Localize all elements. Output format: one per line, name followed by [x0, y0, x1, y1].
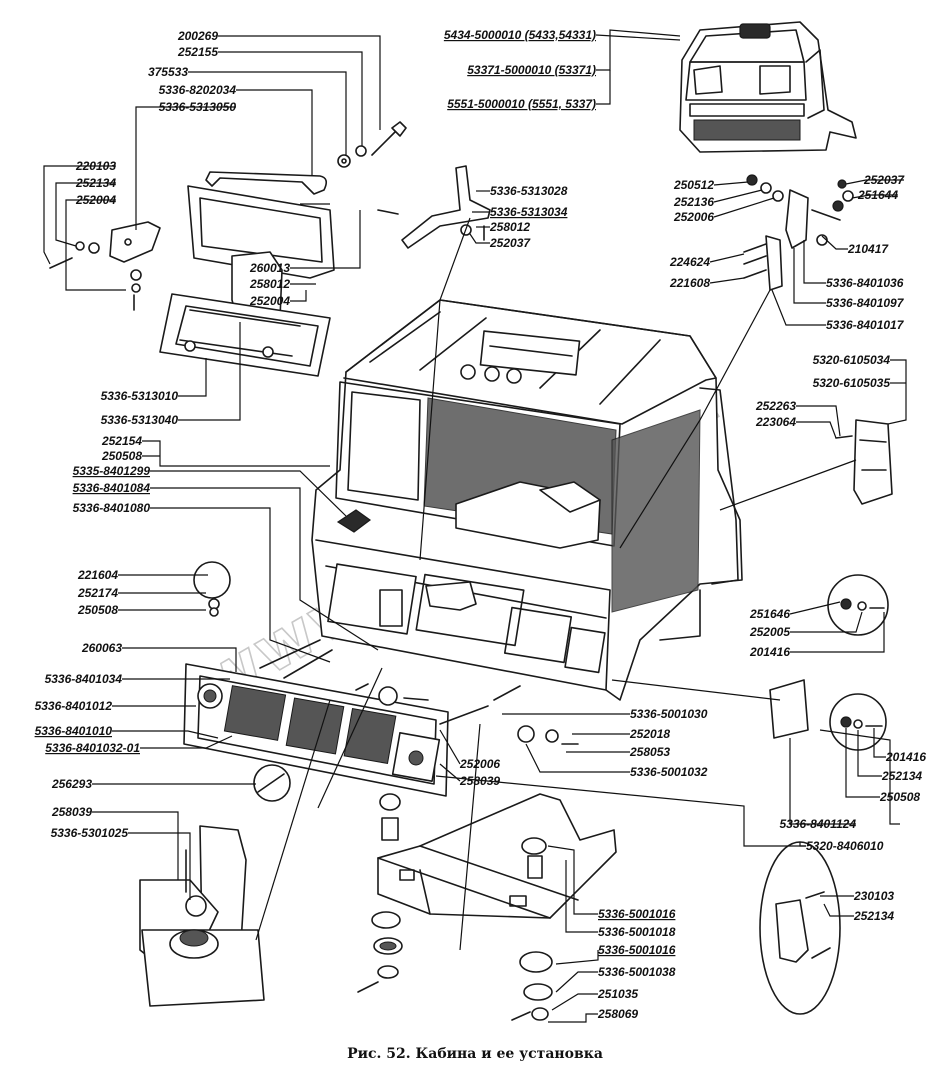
- hinge-lever-part: [401, 165, 491, 249]
- part-number-label: 5336-8401097: [826, 296, 905, 310]
- leader-lines: [43, 29, 907, 1023]
- part-number-label: 375533: [148, 65, 188, 79]
- cab-variant-label: 53371-5000010 (53371): [467, 63, 596, 77]
- part-number-label: 5336-5313034: [490, 205, 568, 219]
- cab-thumbnail-illustration: [679, 21, 857, 153]
- part-number-label: 223064: [755, 415, 796, 429]
- part-number-label: 5336-8401080: [73, 501, 151, 515]
- part-number-label: 258012: [249, 277, 290, 291]
- figure-caption: Рис. 52. Кабина и ее установка: [347, 1046, 603, 1062]
- part-number-label: 252037: [863, 173, 905, 187]
- part-number-label: 252006: [673, 210, 714, 224]
- part-number-label: 252006: [459, 757, 500, 771]
- part-number-label: 258039: [51, 805, 92, 819]
- part-number-label: 5336-8401032-01: [45, 741, 140, 755]
- part-number-label: 250512: [673, 178, 714, 192]
- part-number-labels: 200269 252155 375533 5336-8202034 5336-53130…: [35, 29, 927, 1021]
- part-number-label: 230103: [853, 889, 894, 903]
- part-number-label: 252037: [489, 236, 531, 250]
- part-number-label: 221604: [77, 568, 118, 582]
- bracket-plate-part: [109, 221, 161, 263]
- part-number-label: 224624: [669, 255, 710, 269]
- part-number-label: 258039: [459, 774, 500, 788]
- part-number-label: 5336-5313028: [490, 184, 568, 198]
- part-number-label: 252134: [881, 769, 922, 783]
- cab-variant-label: 5434-5000010 (5433,54331): [444, 28, 596, 42]
- part-number-label: 5336-5301025: [51, 826, 129, 840]
- part-number-label: 5336-5001016: [598, 907, 676, 921]
- part-number-label: 252018: [629, 727, 670, 741]
- grab-handle-part: [205, 171, 328, 195]
- part-number-label: 252136: [673, 195, 714, 209]
- part-number-label: 252134: [75, 176, 116, 190]
- cab-mount-support-left: [139, 825, 265, 1007]
- part-number-label: 5336-8401034: [45, 672, 123, 686]
- part-number-label: 252134: [853, 909, 894, 923]
- part-number-label: 252004: [75, 193, 116, 207]
- part-number-label: 260063: [81, 641, 122, 655]
- part-number-label: 5336-8401084: [73, 481, 151, 495]
- part-number-label: 251644: [857, 188, 898, 202]
- radiator-grille-part: [183, 663, 449, 797]
- part-number-label: 260013: [249, 261, 290, 275]
- part-number-label: 201416: [885, 750, 926, 764]
- cab-body-part: [311, 299, 743, 701]
- part-number-label: 5336-8401036: [826, 276, 904, 290]
- part-number-label: 200269: [177, 29, 218, 43]
- part-number-label: 252005: [749, 625, 790, 639]
- part-number-label: 258012: [489, 220, 530, 234]
- detail-circle-bolts-2: [193, 561, 231, 599]
- part-number-label: 210417: [847, 242, 889, 256]
- part-number-label: 5336-8401012: [35, 699, 113, 713]
- mud-flap-bracket-part: [769, 679, 809, 739]
- part-number-label: 5320-6105034: [813, 353, 891, 367]
- part-number-label: 5336-5313040: [101, 413, 179, 427]
- part-number-label: 250508: [101, 449, 142, 463]
- part-number-label: 256293: [51, 777, 92, 791]
- part-number-label: 250508: [77, 603, 118, 617]
- hardware-bolts-top-left: [337, 121, 407, 168]
- door-hinge-parts-right: [743, 174, 893, 505]
- part-number-label: 5336-8401010: [35, 724, 113, 738]
- part-number-label: 5336-5001018: [598, 925, 676, 939]
- cab-variant-label: 5551-5000010 (5551, 5337): [447, 97, 596, 111]
- part-number-label: 5336-5001030: [630, 707, 708, 721]
- cab-variant-labels: 5434-5000010 (5433,54331) 53371-5000010 (…: [444, 28, 596, 111]
- part-number-label: 201416: [749, 645, 790, 659]
- part-number-label: 5336-5001016: [598, 943, 676, 957]
- part-number-label: 220103: [75, 159, 116, 173]
- part-number-label: 221608: [669, 276, 710, 290]
- part-number-label: 252263: [755, 399, 796, 413]
- part-number-label: 252174: [77, 586, 118, 600]
- part-number-label: 258069: [597, 1007, 638, 1021]
- part-number-label: 252004: [249, 294, 290, 308]
- part-number-label: 5336-8401124: [779, 817, 856, 831]
- part-number-label: 258053: [629, 745, 670, 759]
- part-number-label: 252155: [177, 45, 218, 59]
- part-number-label: 5336-8202034: [159, 83, 237, 97]
- part-number-label: 252154: [101, 434, 142, 448]
- part-number-label: 251646: [749, 607, 790, 621]
- part-number-label: 5336-5313010: [101, 389, 179, 403]
- part-number-label: 251035: [597, 987, 638, 1001]
- part-number-label: 5320-6105035: [813, 376, 891, 390]
- part-number-label: 250508: [879, 790, 920, 804]
- part-number-label: 5336-5313050: [159, 100, 237, 114]
- part-number-label: 5320-8406010: [806, 839, 884, 853]
- part-number-label: 5336-8401017: [826, 318, 905, 332]
- part-number-label: 5336-5001038: [598, 965, 676, 979]
- panel-frame-part: [187, 185, 335, 279]
- cab-mount-crossmember: [357, 793, 617, 1021]
- part-number-label: 5336-5001032: [630, 765, 708, 779]
- part-number-label: 5335-8401299: [73, 464, 151, 478]
